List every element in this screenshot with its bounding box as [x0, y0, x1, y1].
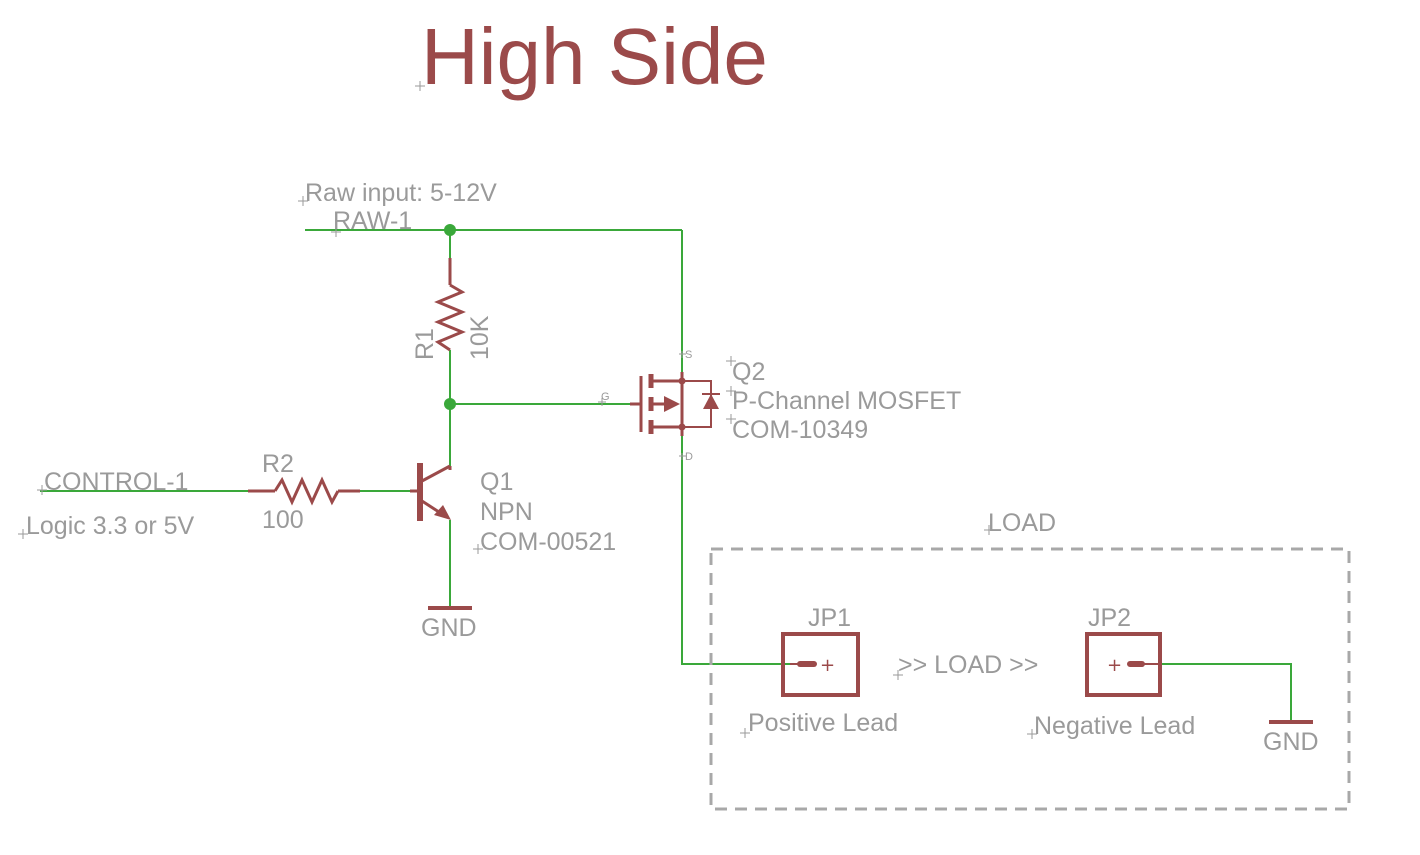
jp2-lead-label: Negative Lead: [1034, 712, 1195, 740]
q1-emitter-arrow: [434, 505, 451, 520]
q1-collector-leg: [421, 464, 451, 483]
r1-resistor-symbol: [434, 283, 466, 352]
junction-dot: [444, 224, 456, 236]
q2-source-node: [678, 377, 686, 385]
q2-name: Q2: [732, 358, 765, 386]
jp2-plus-mark: +: [1107, 655, 1122, 676]
q2-drain-node: [678, 423, 686, 431]
q1-name: Q1: [480, 468, 513, 496]
r2-name: R2: [262, 450, 294, 478]
q2-body-arrow: [664, 396, 680, 412]
gnd-right-label: GND: [1263, 728, 1319, 756]
raw-net-label: RAW-1: [333, 207, 412, 235]
title-origin-mark: [415, 81, 425, 91]
origin-marks: [18, 196, 1037, 739]
load-frame: [709, 547, 1351, 811]
q2-type: P-Channel MOSFET: [732, 387, 961, 415]
q1-part-number: COM-00521: [480, 528, 616, 556]
r1-name: R1: [411, 328, 439, 360]
q2-pin-d: D: [685, 451, 693, 463]
junction-dot: [444, 398, 456, 410]
raw-input-desc: Raw input: 5-12V: [305, 179, 497, 207]
jp1-name: JP1: [808, 604, 851, 632]
schematic-title: High Side: [421, 12, 768, 101]
negative-lead-wire: [1130, 663, 1292, 720]
q2-part-number: COM-10349: [732, 416, 868, 444]
load-arrow-label: >> LOAD >>: [898, 651, 1038, 679]
jp1-connector-body: [781, 632, 860, 697]
q2-pin-g: G: [601, 391, 610, 403]
load-frame-label: LOAD: [988, 509, 1056, 537]
jp1-plus-mark: +: [820, 655, 835, 676]
q2-diode-triangle: [703, 394, 719, 409]
r2-value: 100: [262, 506, 304, 534]
labels: Raw input: 5-12V RAW-1 CONTROL-1 Logic 3…: [26, 179, 1319, 756]
drain-wire: [681, 436, 790, 665]
r2-resistor-symbol: [273, 476, 340, 506]
control-logic-desc: Logic 3.3 or 5V: [26, 512, 194, 540]
jp2-name: JP2: [1088, 604, 1131, 632]
jp1-lead-label: Positive Lead: [748, 709, 898, 737]
r1-value: 10K: [466, 315, 494, 360]
gnd-left-label: GND: [421, 614, 477, 642]
wires: [40, 229, 1292, 720]
q1-type: NPN: [480, 498, 533, 526]
control-net-label: CONTROL-1: [44, 468, 188, 496]
q2-pin-s: S: [685, 349, 692, 361]
parts: [248, 258, 1313, 724]
